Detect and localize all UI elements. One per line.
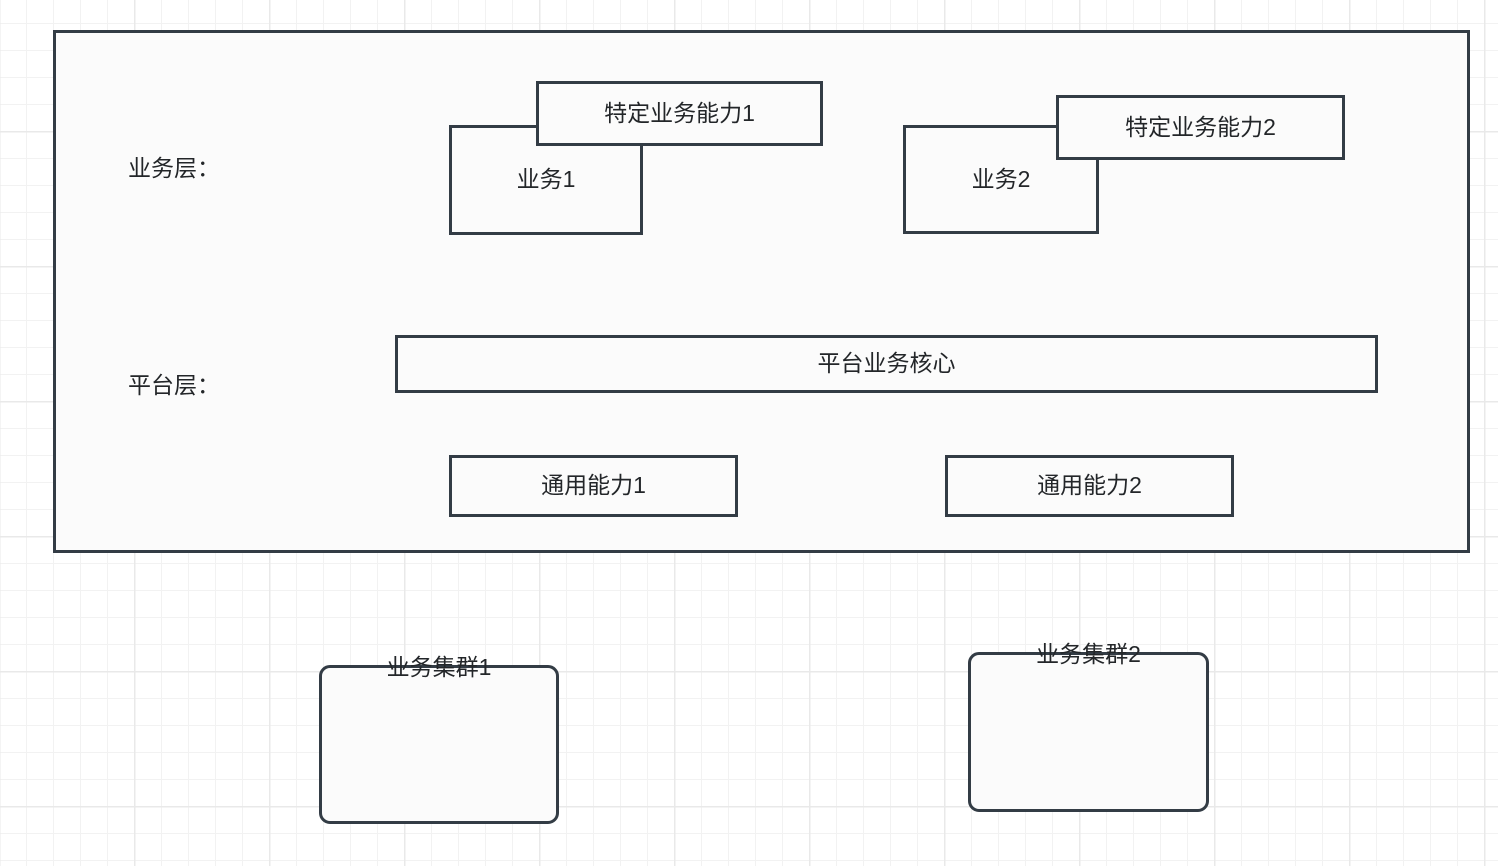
box-general-capability-1[interactable]: 通用能力1 <box>449 455 738 517</box>
box-label-business-cluster-1: 业务集群1 <box>386 654 492 680</box>
box-business-cluster-1[interactable]: 业务集群1 <box>319 654 559 824</box>
box-label-general-capability-2: 通用能力2 <box>1037 472 1142 499</box>
box-specific-capability-2[interactable]: 特定业务能力2 <box>1056 95 1345 160</box>
box-general-capability-2[interactable]: 通用能力2 <box>945 455 1234 517</box>
layer-label-business-layer: 业务层： <box>128 155 220 181</box>
box-label-platform-business-core: 平台业务核心 <box>817 350 956 377</box>
box-label-business-cluster-2: 业务集群2 <box>1036 641 1141 667</box>
box-label-specific-capability-1: 特定业务能力1 <box>604 99 755 126</box>
box-label-business-1: 业务1 <box>516 166 576 193</box>
layer-label-platform-layer: 平台层： <box>128 372 220 398</box>
box-platform-business-core[interactable]: 平台业务核心 <box>395 335 1378 393</box>
box-business-cluster-2[interactable]: 业务集群2 <box>968 641 1209 812</box>
box-label-specific-capability-2: 特定业务能力2 <box>1125 113 1276 140</box>
box-specific-capability-1[interactable]: 特定业务能力1 <box>536 81 823 146</box>
box-label-general-capability-1: 通用能力1 <box>541 472 646 499</box>
box-label-business-2: 业务2 <box>971 165 1031 192</box>
